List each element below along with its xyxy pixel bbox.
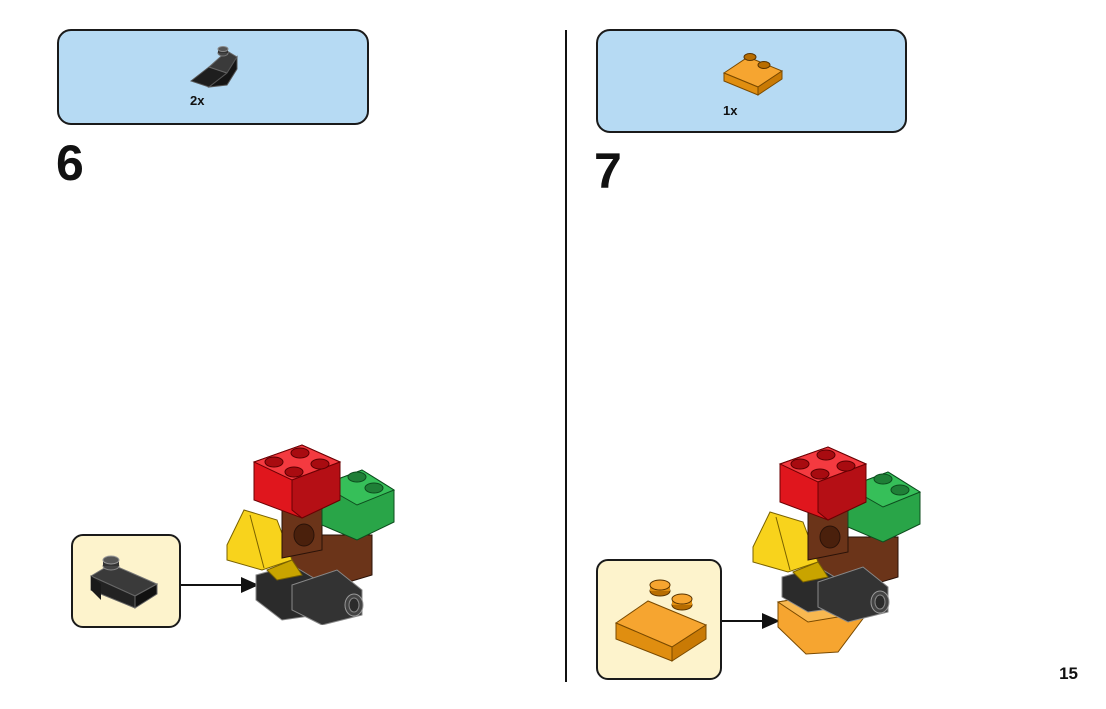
step-number: 7 bbox=[594, 143, 622, 199]
step-6-parts-box: 2x bbox=[57, 29, 369, 125]
step-7-part-callout bbox=[596, 559, 722, 680]
page-number: 15 bbox=[1059, 664, 1078, 683]
black-slope-brick-icon bbox=[89, 555, 159, 609]
part-quantity: 1x bbox=[723, 103, 738, 118]
step-6-part-callout bbox=[71, 534, 181, 628]
part-quantity: 2x bbox=[190, 93, 205, 108]
orange-slope-brick-icon bbox=[722, 53, 784, 96]
black-slope-brick-icon bbox=[189, 46, 238, 88]
step-number: 6 bbox=[56, 135, 84, 191]
arrow-icon bbox=[722, 613, 780, 629]
step-7-model-assembly bbox=[752, 446, 922, 655]
page-divider bbox=[565, 30, 567, 682]
orange-slope-brick-icon bbox=[614, 579, 708, 662]
step-6-model-assembly bbox=[226, 444, 396, 625]
arrow-icon bbox=[181, 577, 259, 593]
step-7-parts-box: 1x bbox=[596, 29, 907, 133]
